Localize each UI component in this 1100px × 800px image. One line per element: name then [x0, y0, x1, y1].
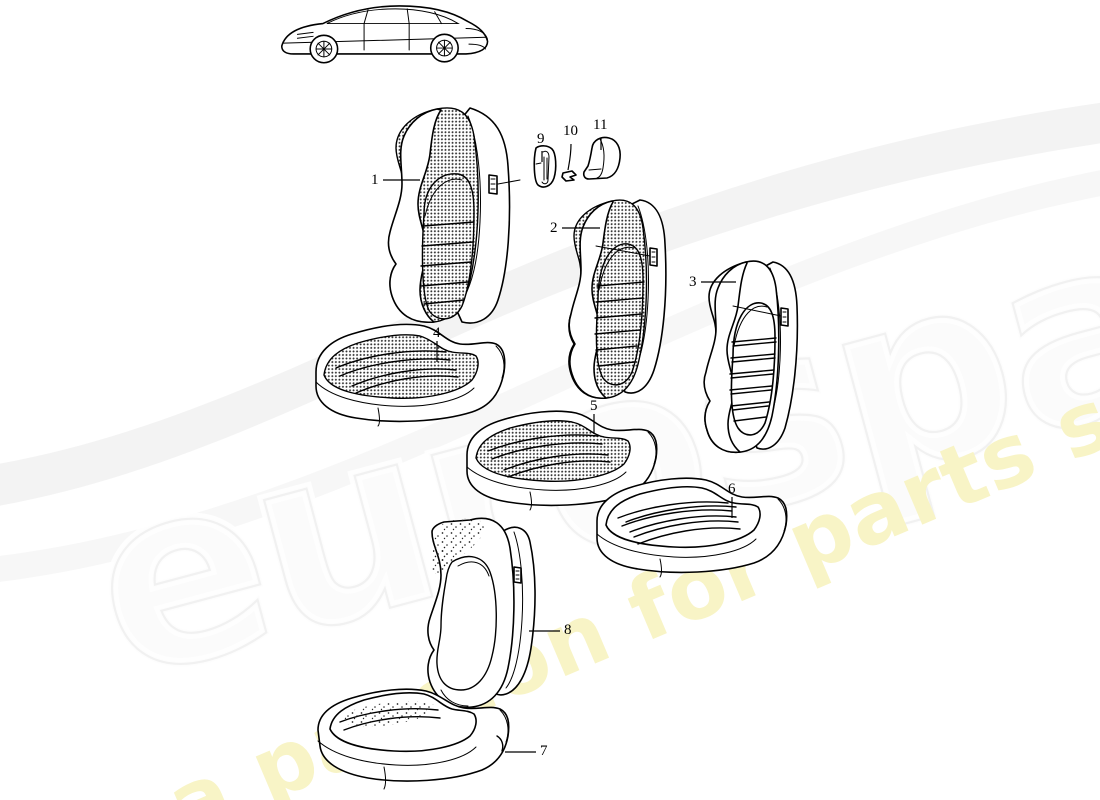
callout-leader-lines [383, 138, 736, 753]
part-5-cushion-cover-cloth [466, 410, 658, 511]
part-1-backrest-cover-cloth [387, 107, 521, 324]
callout-label-8: 8 [564, 622, 572, 638]
callout-label-5: 5 [590, 398, 598, 414]
callout-label-4: 4 [433, 325, 441, 341]
part-10-retaining-clip [561, 170, 577, 182]
callout-label-3: 3 [689, 274, 697, 290]
foam-stipple-texture-icon-2 [344, 701, 435, 727]
car-side-silhouette-icon [280, 5, 489, 64]
callout-label-7: 7 [540, 743, 548, 759]
foam-stipple-texture-icon [430, 518, 485, 575]
part-9-adjuster-lever-trim [533, 145, 557, 188]
part-7-cushion-foam-pad [317, 688, 510, 790]
callout-label-11: 11 [593, 117, 608, 133]
part-8-backrest-foam-pad [427, 517, 536, 708]
part-3-backrest-cover-leather [703, 260, 799, 454]
part-4-cushion-cover-cloth [315, 323, 506, 427]
part-2-backrest-cover-cloth [568, 199, 667, 399]
callout-label-10: 10 [563, 123, 578, 139]
callout-label-1: 1 [371, 172, 379, 188]
part-11-hinge-cover-cap [582, 136, 621, 180]
callout-label-2: 2 [550, 220, 558, 236]
part-6-cushion-cover-leather [596, 477, 788, 578]
callout-label-6: 6 [728, 481, 736, 497]
callout-label-9: 9 [537, 131, 545, 147]
